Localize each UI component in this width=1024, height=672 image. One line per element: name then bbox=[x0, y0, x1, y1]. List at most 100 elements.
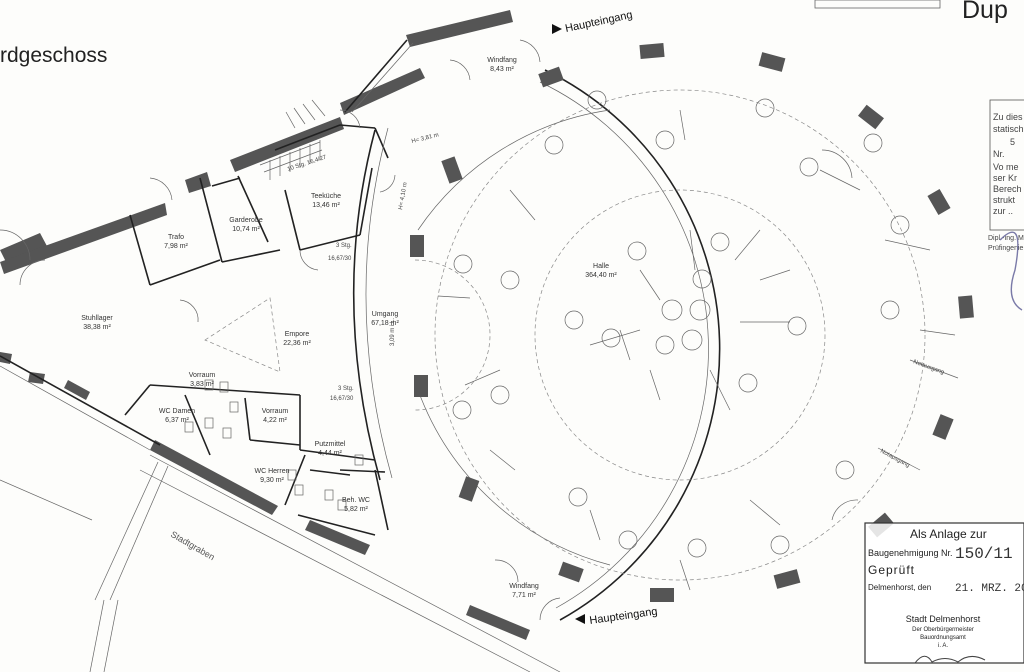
room-label-windfang-top: Windfang 8,43 m² bbox=[487, 57, 517, 73]
room-label-teekueche: Teeküche 13,46 m² bbox=[311, 193, 341, 209]
svg-text:7,71 m²: 7,71 m² bbox=[512, 592, 536, 599]
side-note: Zu dies statisch 5 Nr. Vo me ser Kr Bere… bbox=[814, 0, 1024, 311]
entrance-arrow-top bbox=[552, 24, 562, 34]
svg-text:strukt: strukt bbox=[993, 195, 1016, 205]
stamp-place: Delmenhorst, den bbox=[868, 583, 931, 592]
room-label-windfang-bottom: Windfang 7,71 m² bbox=[509, 583, 539, 599]
room-label-wc-damen: WC Damen 6,37 m² bbox=[159, 408, 195, 424]
stamp-status: Geprüft bbox=[868, 563, 915, 577]
svg-text:Dipl.-Ing. M: Dipl.-Ing. M bbox=[988, 235, 1024, 242]
door-swings bbox=[0, 39, 859, 621]
street-strip bbox=[0, 454, 561, 672]
entrance-arrow-bottom bbox=[575, 614, 585, 624]
svg-text:statisch: statisch bbox=[993, 124, 1024, 134]
svg-text:7,98 m²: 7,98 m² bbox=[164, 243, 188, 250]
empore-outline bbox=[204, 297, 281, 373]
room-label-garderobe: Garderobe 10,74 m² bbox=[229, 217, 263, 233]
svg-text:Berech: Berech bbox=[993, 184, 1022, 194]
stair-label-b: 3 Stg. bbox=[338, 386, 354, 392]
svg-text:Teeküche: Teeküche bbox=[311, 193, 341, 200]
notausgang-label-1: Notausgang bbox=[912, 359, 944, 376]
svg-text:Zu dies: Zu dies bbox=[993, 112, 1023, 122]
entrance-label-bottom: Haupteingang bbox=[589, 606, 659, 627]
svg-text:364,40 m²: 364,40 m² bbox=[585, 272, 617, 279]
height-label-top: H= 3,81 m bbox=[411, 132, 439, 145]
hall-rotunda bbox=[414, 69, 926, 621]
svg-text:5,82 m²: 5,82 m² bbox=[344, 506, 368, 513]
approval-stamp: Als Anlage zur Baugenehmigung Nr. 150/11… bbox=[864, 522, 1024, 664]
svg-text:Vorraum: Vorraum bbox=[262, 408, 289, 415]
svg-text:Windfang: Windfang bbox=[509, 583, 539, 590]
svg-text:Halle: Halle bbox=[593, 263, 609, 270]
svg-text:Beh. WC: Beh. WC bbox=[342, 497, 370, 504]
svg-text:Vo me: Vo me bbox=[993, 162, 1019, 172]
hall-columns bbox=[410, 42, 974, 602]
room-label-halle: Halle 364,40 m² bbox=[585, 263, 617, 279]
room-label-vorraum-2: Vorraum 4,22 m² bbox=[262, 408, 289, 424]
room-label-stuhllager: Stuhllager 38,38 m² bbox=[81, 315, 113, 331]
room-label-empore: Empore 22,36 m² bbox=[283, 331, 311, 347]
hall-furniture bbox=[437, 90, 956, 591]
stamp-line-2: Baugenehmigung Nr. bbox=[868, 548, 953, 558]
svg-text:67,18 m²: 67,18 m² bbox=[371, 320, 399, 327]
notausgang-label-2: Notausgang bbox=[879, 448, 910, 468]
stair-label-top: 10 Stg. 16,4/27 bbox=[287, 154, 328, 172]
svg-text:9,30 m²: 9,30 m² bbox=[260, 477, 284, 484]
room-label-wc-herren: WC Herren 9,30 m² bbox=[254, 468, 289, 484]
street-label: Stadtgraben bbox=[169, 529, 216, 562]
stamp-authority: Stadt Delmenhorst bbox=[906, 614, 981, 624]
svg-text:38,38 m²: 38,38 m² bbox=[83, 324, 111, 331]
project-title-fragment: Dup bbox=[962, 0, 1008, 24]
svg-text:Putzmittel: Putzmittel bbox=[315, 441, 346, 448]
handwritten-signature-mark bbox=[999, 231, 1023, 311]
room-label-umgang: Umgang 67,18 m² bbox=[371, 311, 399, 327]
stamp-dept-1: Der Oberbürgermeister bbox=[912, 627, 974, 633]
svg-text:ser Kr: ser Kr bbox=[993, 173, 1017, 183]
height-label-low: 3,09 m i.L. bbox=[390, 318, 396, 346]
room-label-putzmittel: Putzmittel 4,44 m² bbox=[315, 441, 346, 457]
stamp-date: 21. MRZ. 2012 bbox=[955, 583, 1024, 595]
staircase bbox=[259, 99, 326, 180]
floor-title: rdgeschoss bbox=[0, 44, 107, 67]
stamp-line-1: Als Anlage zur bbox=[910, 527, 987, 541]
sanitary-fixtures bbox=[184, 379, 364, 511]
stamp-ia: i. A. bbox=[938, 643, 948, 649]
room-partitions bbox=[124, 124, 389, 536]
svg-text:Empore: Empore bbox=[285, 331, 310, 338]
svg-text:22,36 m²: 22,36 m² bbox=[283, 340, 311, 347]
svg-text:3,83 m²: 3,83 m² bbox=[190, 381, 214, 388]
stair-label-a2: 16,67/30 bbox=[328, 256, 352, 262]
stair-label-b2: 16,67/30 bbox=[330, 396, 354, 402]
stamp-number: 150/11 bbox=[955, 545, 1013, 563]
room-label-vorraum-1: Vorraum 3,83 m² bbox=[189, 372, 216, 388]
svg-text:zur ..: zur .. bbox=[993, 206, 1013, 216]
svg-text:4,22 m²: 4,22 m² bbox=[263, 417, 287, 424]
room-label-trafo: Trafo 7,98 m² bbox=[164, 234, 188, 250]
stamp-signature bbox=[914, 655, 986, 664]
svg-text:Prüfingenie: Prüfingenie bbox=[988, 245, 1024, 252]
svg-text:Umgang: Umgang bbox=[372, 311, 399, 318]
svg-text:8,43 m²: 8,43 m² bbox=[490, 66, 514, 73]
svg-text:Stuhllager: Stuhllager bbox=[81, 315, 113, 322]
svg-text:WC Herren: WC Herren bbox=[254, 468, 289, 475]
svg-text:Garderobe: Garderobe bbox=[229, 217, 263, 224]
svg-text:4,44 m²: 4,44 m² bbox=[318, 450, 342, 457]
svg-text:Trafo: Trafo bbox=[168, 234, 184, 241]
entrance-label-top: Haupteingang bbox=[564, 9, 634, 35]
svg-text:Vorraum: Vorraum bbox=[189, 372, 216, 379]
stamp-dept-2: Bauordnungsamt bbox=[920, 635, 966, 641]
svg-text:5: 5 bbox=[1010, 137, 1015, 147]
room-label-beh-wc: Beh. WC 5,82 m² bbox=[342, 497, 370, 513]
stair-label-a: 3 Stg. bbox=[336, 243, 352, 249]
outer-walls bbox=[0, 10, 530, 640]
svg-text:13,46 m²: 13,46 m² bbox=[312, 202, 340, 209]
height-label-mid: H= 4,10 m bbox=[398, 182, 409, 210]
umgang-inner-wall bbox=[352, 129, 381, 481]
svg-text:WC Damen: WC Damen bbox=[159, 408, 195, 415]
svg-text:10,74 m²: 10,74 m² bbox=[232, 226, 260, 233]
svg-text:Windfang: Windfang bbox=[487, 57, 517, 64]
svg-text:Nr.: Nr. bbox=[993, 149, 1005, 159]
svg-text:6,37 m²: 6,37 m² bbox=[165, 417, 189, 424]
